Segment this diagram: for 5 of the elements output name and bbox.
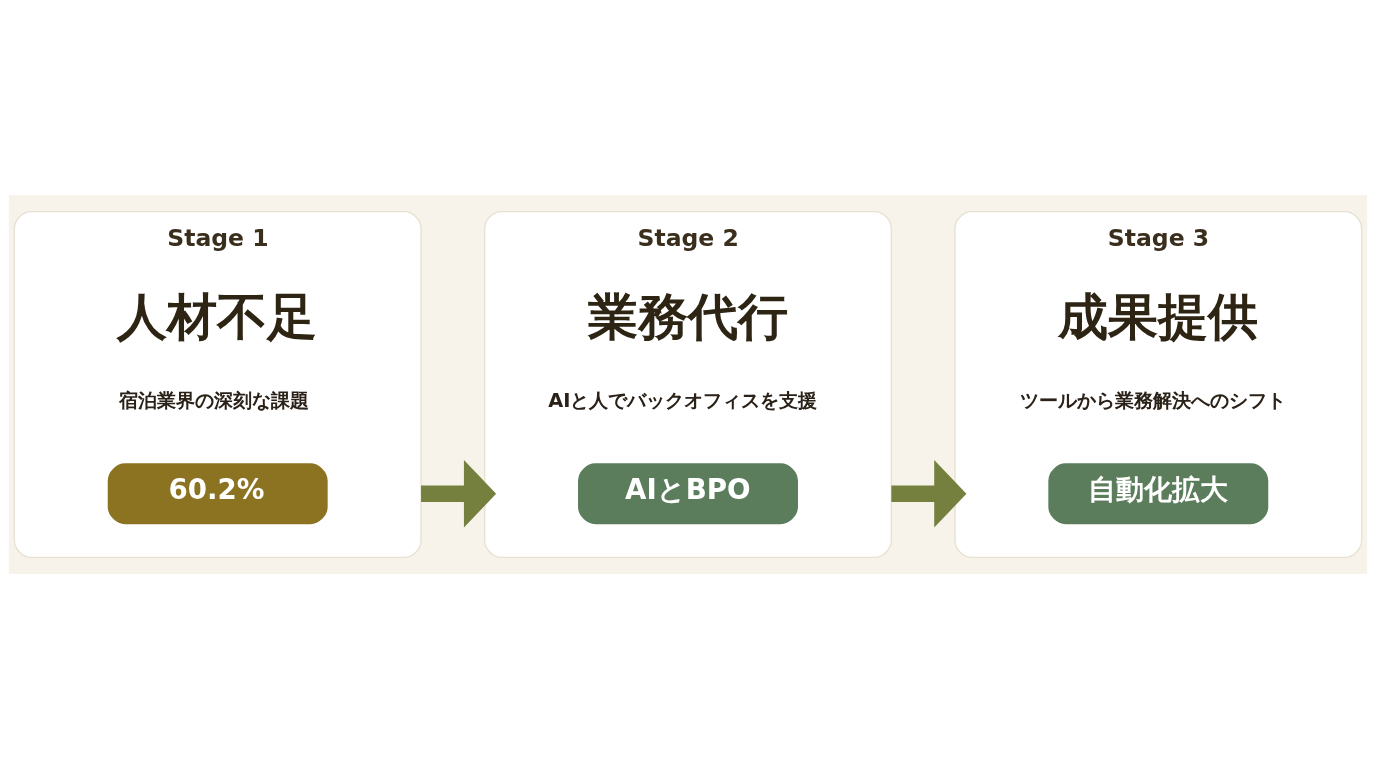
node-box: 自動化拡大 <box>1048 462 1269 524</box>
node-box: 60.2% <box>107 462 328 524</box>
arrow <box>891 459 967 528</box>
node-box: AIとBPO <box>578 462 798 524</box>
arrow <box>421 459 497 528</box>
